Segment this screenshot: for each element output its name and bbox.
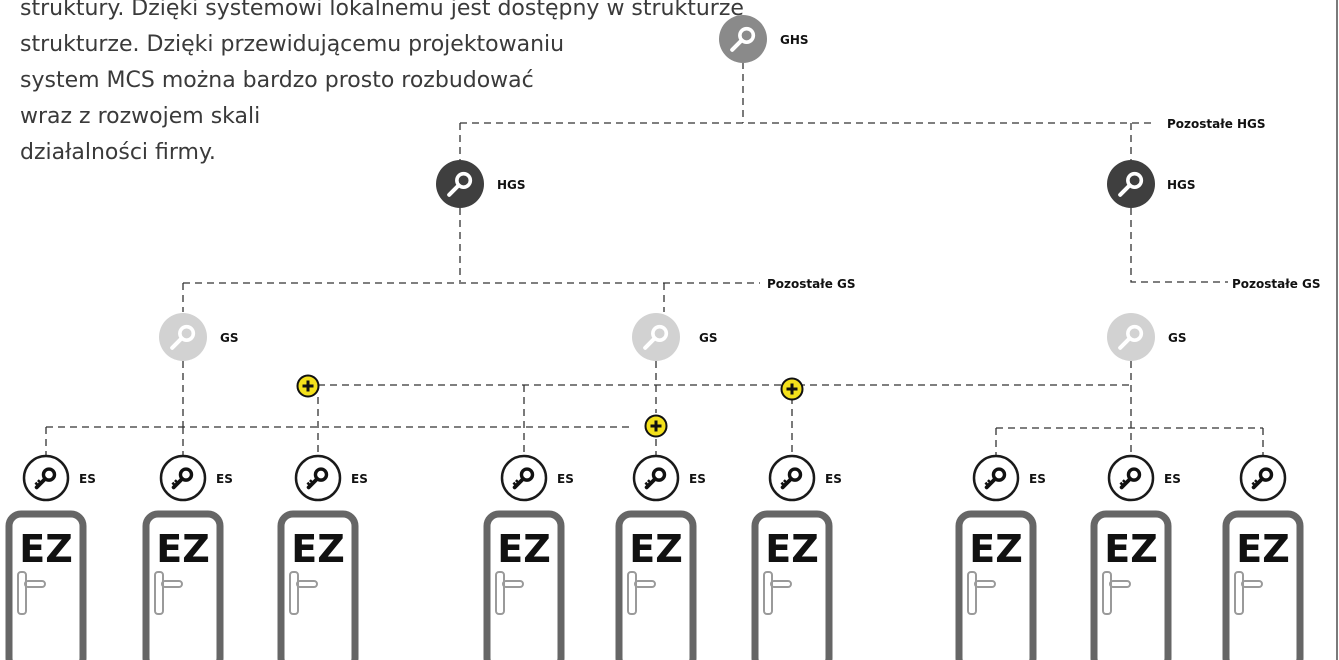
es-label: ES: [351, 472, 368, 486]
hgs-node[interactable]: HGS: [436, 160, 526, 208]
door[interactable]: EZ: [5, 510, 87, 660]
door[interactable]: EZ: [1222, 510, 1304, 660]
intro-line: strukturze. Dzięki przewidującemu projek…: [20, 32, 565, 57]
door[interactable]: EZ: [483, 510, 565, 660]
es-node[interactable]: [1239, 454, 1287, 502]
door[interactable]: EZ: [1090, 510, 1172, 660]
es-label: ES: [825, 472, 842, 486]
intro-line: wraz z rozwojem skali: [20, 104, 261, 129]
intro-line: system MCS można bardzo prosto rozbudowa…: [20, 68, 534, 93]
door[interactable]: EZ: [277, 510, 359, 660]
intro-paragraph: struktury. Dzięki systemowi lokalnemu je…: [20, 0, 744, 171]
gs-node[interactable]: GS: [1107, 313, 1187, 361]
plus-icon[interactable]: [780, 377, 804, 401]
es-node[interactable]: ES: [294, 454, 368, 502]
es-node[interactable]: ES: [159, 454, 233, 502]
es-node[interactable]: ES: [500, 454, 574, 502]
door-label: EZ: [497, 527, 551, 571]
gs-label: GS: [699, 331, 718, 345]
door[interactable]: EZ: [142, 510, 224, 660]
es-node[interactable]: ES: [1107, 454, 1181, 502]
door-label: EZ: [1104, 527, 1158, 571]
plus-icon[interactable]: [296, 374, 320, 398]
gs-node[interactable]: GS: [632, 313, 718, 361]
door-label: EZ: [629, 527, 683, 571]
connector-lines: [45, 62, 1264, 455]
gs-label: GS: [1168, 331, 1187, 345]
gs-label: GS: [220, 331, 239, 345]
es-label: ES: [1029, 472, 1046, 486]
intro-line: struktury. Dzięki systemowi lokalnemu je…: [20, 0, 744, 21]
hgs-label: HGS: [497, 178, 526, 192]
es-node[interactable]: ES: [632, 454, 706, 502]
door[interactable]: EZ: [615, 510, 697, 660]
door[interactable]: EZ: [751, 510, 833, 660]
es-label: ES: [689, 472, 706, 486]
ghs-label: GHS: [780, 33, 809, 47]
es-label: ES: [1164, 472, 1181, 486]
hgs-label: HGS: [1167, 178, 1196, 192]
other-gs-label: Pozostałe GS: [767, 277, 856, 291]
door-label: EZ: [1236, 527, 1290, 571]
door-label: EZ: [765, 527, 819, 571]
es-label: ES: [79, 472, 96, 486]
hgs-node[interactable]: HGS: [1107, 160, 1196, 208]
ghs-node[interactable]: GHS: [719, 15, 809, 63]
es-node[interactable]: ES: [22, 454, 96, 502]
intro-line: działalności firmy.: [20, 140, 216, 165]
es-node[interactable]: ES: [972, 454, 1046, 502]
es-label: ES: [216, 472, 233, 486]
es-node[interactable]: ES: [768, 454, 842, 502]
other-gs-label: Pozostałe GS: [1232, 277, 1321, 291]
gs-node[interactable]: GS: [159, 313, 239, 361]
door-label: EZ: [969, 527, 1023, 571]
es-row: ES EZ ES EZ ES EZ ES EZ ES EZ ES EZ ES EZ ES EZ EZ: [5, 454, 1304, 660]
door-label: EZ: [291, 527, 345, 571]
plus-icon[interactable]: [644, 414, 668, 438]
door[interactable]: EZ: [955, 510, 1037, 660]
door-label: EZ: [19, 527, 73, 571]
door-label: EZ: [156, 527, 210, 571]
other-hgs-label: Pozostałe HGS: [1167, 117, 1266, 131]
es-label: ES: [557, 472, 574, 486]
